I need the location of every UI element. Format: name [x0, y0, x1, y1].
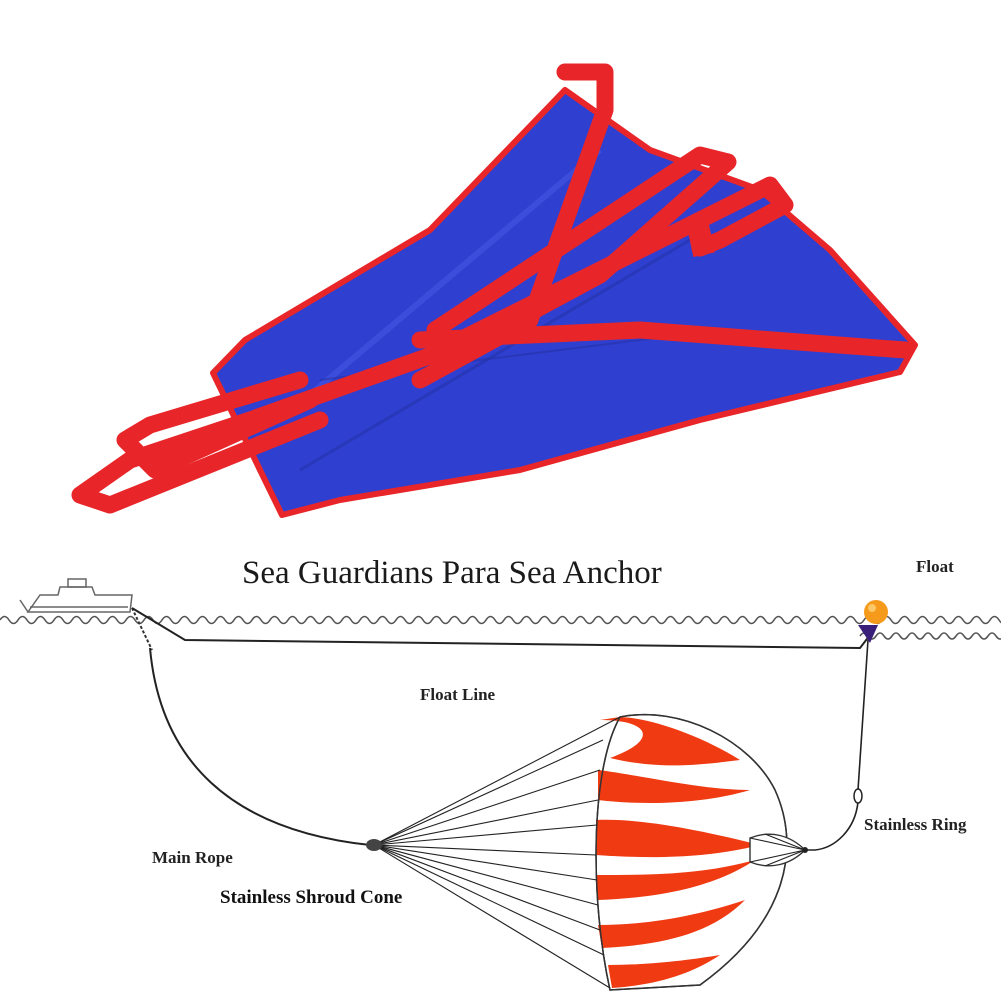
shroud-cone-hub-icon — [366, 839, 382, 851]
label-stainless-shroud-cone: Stainless Shroud Cone — [220, 887, 402, 908]
diagram-title: Sea Guardians Para Sea Anchor — [242, 555, 662, 591]
strap-3 — [441, 176, 794, 354]
strap-4 — [411, 321, 914, 359]
parachute-canopy — [595, 713, 808, 991]
stainless-ring-icon — [853, 788, 863, 804]
main-rope — [149, 647, 371, 846]
ring-to-chute-line — [805, 801, 859, 851]
float-buoy-icon — [858, 600, 888, 643]
label-main-rope: Main Rope — [152, 848, 233, 867]
anchor-fabric-fold — [278, 147, 602, 423]
sea-surface-waves-2 — [859, 632, 1001, 640]
shroud-lines — [373, 716, 806, 989]
strap-tab — [687, 223, 715, 257]
strap-loop — [116, 371, 319, 479]
float-line-rope — [131, 607, 871, 650]
sea-anchor-product-photo — [71, 63, 918, 518]
float-to-ring-line — [857, 639, 869, 791]
sea-surface-waves — [0, 615, 1001, 625]
boat-icon — [19, 578, 133, 613]
label-stainless-ring: Stainless Ring — [864, 815, 967, 834]
anchor-chain — [131, 607, 153, 651]
label-float: Float — [916, 557, 954, 576]
deployment-diagram: Sea Guardians Para Sea Anchor — [0, 555, 1001, 991]
anchor-fabric-fold — [299, 238, 691, 472]
label-float-line: Float Line — [420, 685, 496, 704]
